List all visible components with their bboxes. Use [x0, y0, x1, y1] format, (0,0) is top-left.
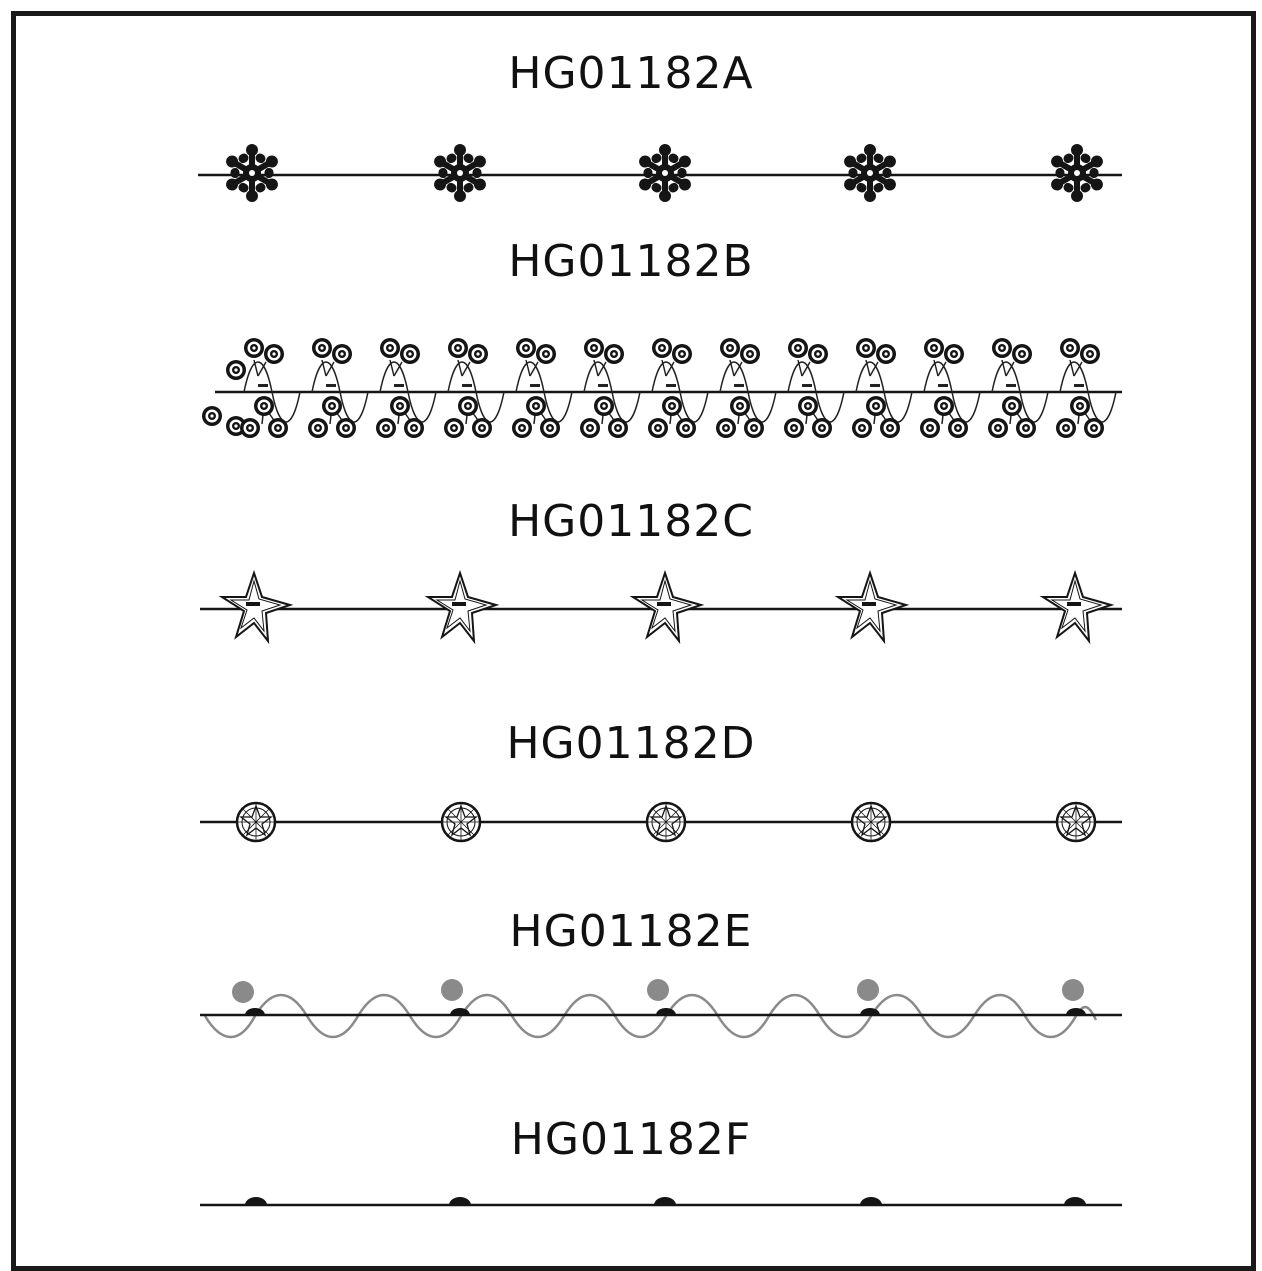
dot-icon [245, 1197, 267, 1205]
label-hg01182d: HG01182D [506, 718, 756, 769]
flower-cluster-icon [444, 338, 504, 438]
row-hg01182f [200, 1197, 1122, 1207]
star-in-circle-icon [645, 801, 687, 843]
row-hg01182e [200, 979, 1122, 1039]
row-hg01182c [200, 572, 1122, 642]
flower-cluster-icon [920, 338, 980, 438]
star-icon [221, 572, 291, 642]
bead-wave-icon [441, 979, 470, 1015]
flower-cluster-icon [308, 338, 368, 438]
star-in-circle-icon [1055, 801, 1097, 843]
label-hg01182a: HG01182A [508, 48, 754, 99]
bead-wave-icon [647, 979, 676, 1015]
star-icon [632, 572, 702, 642]
star-icon [427, 572, 497, 642]
bead-wave-icon [1062, 979, 1086, 1015]
dot-icon [860, 1197, 882, 1205]
star-in-circle-icon [235, 801, 277, 843]
flower-cluster-icon [226, 360, 246, 380]
flower-cluster-icon [240, 338, 300, 438]
flower-cluster-icon [202, 406, 222, 426]
flower-cluster-icon [648, 338, 708, 438]
star-in-circle-icon [440, 801, 482, 843]
flower-cluster-icon [512, 338, 572, 438]
label-hg01182c: HG01182C [508, 496, 754, 547]
snowflake-icon [633, 144, 697, 202]
row-hg01182b [202, 338, 1122, 438]
label-hg01182f: HG01182F [510, 1114, 752, 1165]
row-hg01182a [198, 144, 1122, 202]
row-hg01182d [200, 801, 1122, 843]
snowflake-icon [1045, 144, 1109, 202]
star-icon [1042, 572, 1112, 642]
bead-wave-icon [857, 979, 880, 1015]
dot-icon [449, 1197, 471, 1205]
bead-wave-icon [232, 981, 265, 1015]
star-in-circle-icon [850, 801, 892, 843]
snowflake-icon [220, 144, 284, 202]
snowflake-icon [838, 144, 902, 202]
diagram-frame [11, 11, 1256, 1271]
flower-cluster-icon [716, 338, 776, 438]
flower-cluster-icon [784, 338, 844, 438]
label-hg01182e: HG01182E [509, 906, 753, 957]
flower-cluster-icon [1056, 338, 1116, 438]
dot-icon [1064, 1197, 1086, 1205]
flower-cluster-icon [580, 338, 640, 438]
star-icon [837, 572, 907, 642]
flower-cluster-icon [852, 338, 912, 438]
dot-icon [654, 1197, 676, 1205]
snowflake-icon [428, 144, 492, 202]
flower-cluster-icon [988, 338, 1048, 438]
label-hg01182b: HG01182B [508, 236, 754, 287]
flower-cluster-icon [376, 338, 436, 438]
